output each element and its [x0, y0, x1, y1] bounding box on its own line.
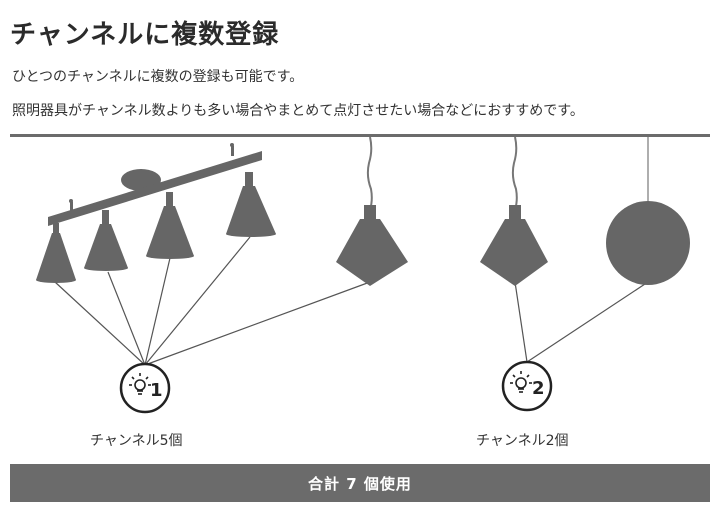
lightbulb-icon	[129, 373, 151, 395]
globe-pendant-icon	[606, 137, 690, 285]
channel-1-badge: 1	[119, 362, 171, 414]
pendant-lamp-icon	[336, 137, 408, 286]
lighting-illustration: 1 2	[36, 137, 690, 414]
description-line-2: 照明器具がチャンネル数よりも多い場合やまとめて点灯させたい場合などにおすすめです…	[12, 103, 584, 119]
divider	[10, 134, 710, 137]
connection-lines-channel-1	[54, 236, 371, 366]
total-usage-bar: 合計 7 個使用	[10, 464, 710, 502]
spot-light-bar-icon	[36, 143, 276, 283]
total-usage-label: 合計 7 個使用	[308, 474, 412, 493]
channel-1-label: チャンネル5個	[90, 433, 183, 449]
channel-1-number: 1	[150, 380, 163, 401]
channel-2-label: チャンネル2個	[476, 433, 569, 449]
pendant-lamp-icon	[480, 137, 548, 286]
lightbulb-icon	[510, 371, 532, 393]
connection-lines-channel-2	[514, 281, 649, 363]
page-title: チャンネルに複数登録	[10, 20, 280, 50]
channel-2-badge: 2	[501, 360, 553, 412]
description-line-1: ひとつのチャンネルに複数の登録も可能です。	[12, 69, 304, 85]
channel-2-number: 2	[532, 378, 545, 399]
